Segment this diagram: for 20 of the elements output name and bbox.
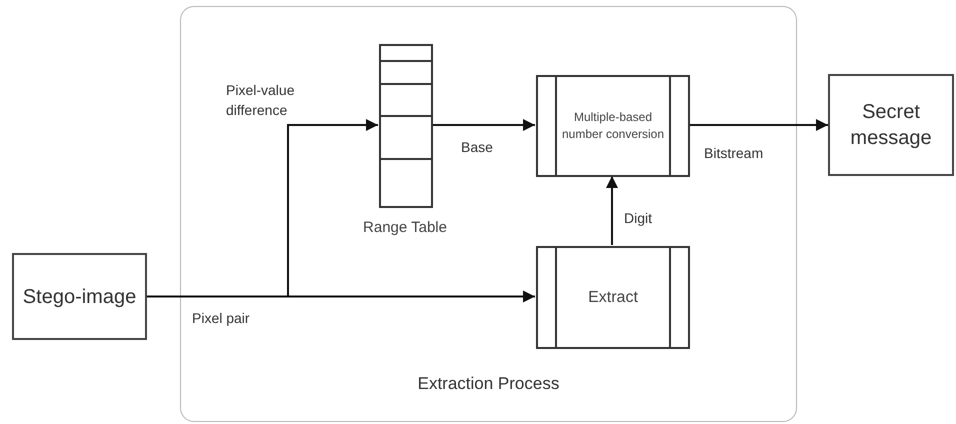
process-group-box: [180, 6, 797, 422]
node-label: Extraction Process: [416, 373, 560, 395]
edge-label: Pixel-value difference: [226, 81, 296, 120]
predefined-process-box: [536, 246, 690, 349]
table-caption: Range Table: [362, 218, 448, 238]
predefined-process-box: [536, 75, 690, 177]
edge-label: Digit: [624, 209, 652, 228]
node-label: Multiple-based number conversion: [560, 109, 666, 143]
edge-label: Pixel pair: [192, 309, 250, 328]
arrow: [689, 119, 828, 131]
edge-label: Base: [461, 138, 493, 157]
node-label: Stego-image: [22, 284, 138, 310]
arrow: [432, 119, 535, 131]
io-box: [12, 253, 147, 340]
node-label: Secret message: [849, 100, 933, 151]
node-label: Extract: [587, 288, 639, 308]
arrow: [606, 176, 618, 245]
range-table: [379, 44, 433, 208]
edge-label: Bitstream: [704, 144, 764, 163]
io-box: [828, 74, 954, 176]
